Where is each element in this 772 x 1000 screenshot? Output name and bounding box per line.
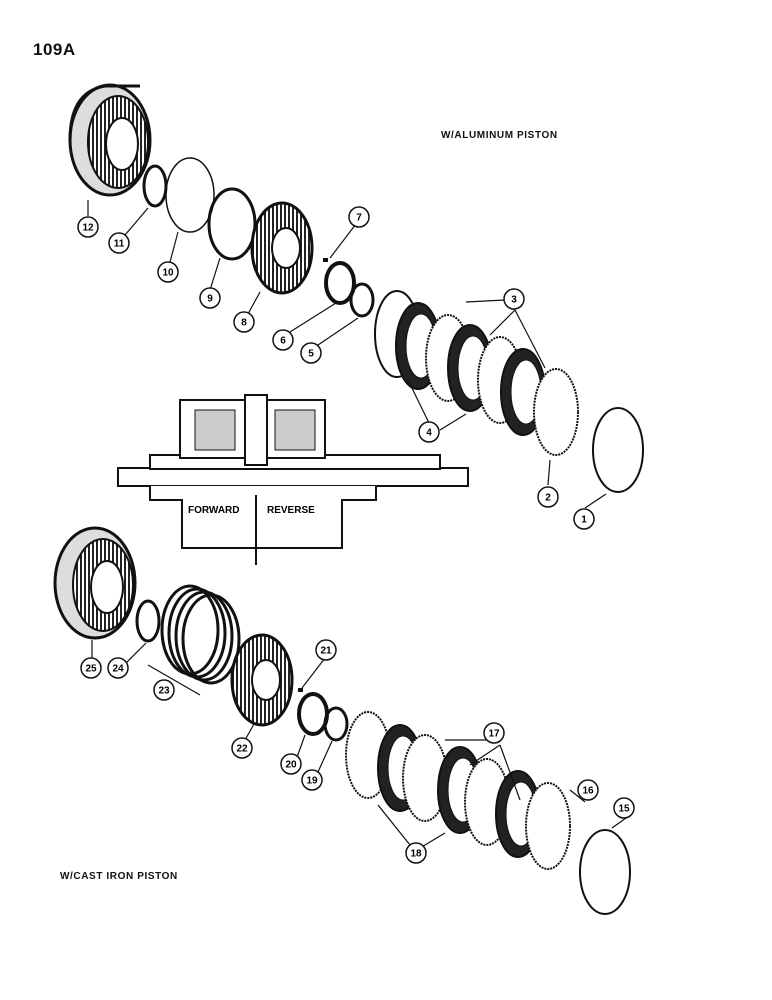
callout-2: 2 [537,486,559,508]
callout-label: 15 [618,804,630,815]
callout-25: 25 [80,657,102,679]
callout-label: 21 [320,646,332,657]
leader-lines [87,200,627,849]
snap-ring-19 [323,706,349,742]
callout-label: 3 [511,295,517,306]
callout-10: 10 [157,261,179,283]
callout-7: 7 [348,206,370,228]
callout-23: 23 [153,679,175,701]
callout-label: 2 [545,493,551,504]
page-number: 109A [33,40,76,59]
callout-20: 20 [280,753,302,775]
callout-15: 15 [613,797,635,819]
callout-6: 6 [272,329,294,351]
hub-drum-bottom [53,526,137,640]
callout-label: 8 [241,318,247,329]
washer-20 [297,692,329,736]
callout-22: 22 [231,737,253,759]
callout-11: 11 [108,232,130,254]
callout-label: 1 [581,515,587,526]
callout-label: 23 [158,686,170,697]
callout-1: 1 [573,508,595,530]
callout-8: 8 [233,311,255,333]
callout-label: 9 [207,294,213,305]
housing-label-forward: FORWARD [188,505,239,516]
washer-6 [324,261,356,305]
callout-label: 4 [426,428,432,439]
callout-label: 20 [285,760,297,771]
hub-drum-top [68,83,152,197]
callout-label: 18 [410,849,422,860]
snap-ring-15 [579,829,631,915]
callout-9: 9 [199,287,221,309]
callout-label: 12 [82,223,94,234]
callout-21: 21 [315,639,337,661]
check-ball-7 [323,258,328,262]
callout-3: 3 [503,288,525,310]
callout-label: 5 [308,349,314,360]
callout-label: 22 [236,744,248,755]
callout-4: 4 [418,421,440,443]
snap-ring-1 [592,407,644,493]
clutch-pack-bottom [345,711,571,870]
piston-22 [230,633,294,727]
callout-label: 11 [114,239,125,250]
check-ball-21 [298,688,303,692]
callout-label: 7 [356,213,362,224]
callout-19: 19 [301,769,323,791]
seal-ring-11 [142,164,168,208]
caption-cast-iron-piston: W/CAST IRON PISTON [60,871,178,882]
callout-label: 6 [280,336,286,347]
callout-16: 16 [577,779,599,801]
callout-12: 12 [77,216,99,238]
callout-label: 25 [85,664,97,675]
snap-ring-5 [349,282,375,318]
piston-8 [250,201,314,295]
callout-18: 18 [405,842,427,864]
clutch-pack-top [374,290,579,456]
callout-24: 24 [107,657,129,679]
seal-ring-10 [165,157,215,233]
piston-seal-9 [207,187,257,261]
callout-label: 19 [306,776,318,787]
callout-17: 17 [483,722,505,744]
transmission-housing: FORWARD REVERSE [117,394,469,565]
seal-ring-24 [135,599,161,643]
callout-label: 17 [488,729,500,740]
piston-rings-23 [160,584,241,685]
callout-label: 10 [162,268,174,279]
caption-aluminum-piston: W/ALUMINUM PISTON [441,130,558,141]
callout-5: 5 [300,342,322,364]
housing-label-reverse: REVERSE [267,505,315,516]
callout-label: 16 [582,786,594,797]
callout-label: 24 [112,664,124,675]
